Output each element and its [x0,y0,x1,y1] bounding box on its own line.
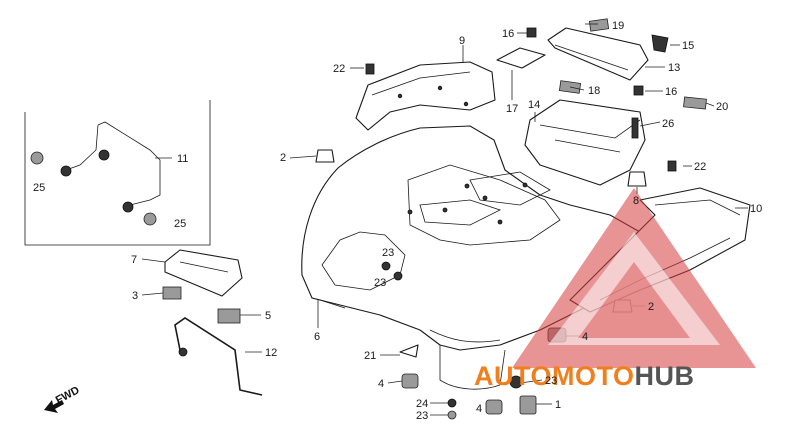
callout-label: 8 [633,195,639,207]
callout-label: 4 [582,331,588,343]
bracket-7 [164,249,243,297]
callout-label: 19 [612,20,624,32]
callout-label: 5 [265,310,271,322]
callout-label: 15 [682,40,694,52]
callout-label: 4 [476,403,482,415]
tool-box [524,99,646,186]
watermark-brand-part2: MOTO [552,361,635,391]
grommet-25-top [30,151,44,165]
leader-lines [141,23,748,416]
callout-label: 2 [648,301,654,313]
callout-label: 2 [280,152,286,164]
screw-16-top [526,27,537,38]
collar-1 [519,395,537,415]
callout-label: 16 [502,28,514,40]
handle-wire-12 [174,317,263,396]
watermark-brand-part3: HUB [635,361,695,391]
callout-label: 22 [333,63,345,75]
cushion-4-left [401,373,419,389]
watermark: AUTOMOTOHUB [474,188,756,391]
callout-label: 20 [716,101,728,113]
screw-16-right [633,85,644,96]
callout-label: 10 [750,203,762,215]
bolt-22-right [667,160,677,172]
inset-wiring-group [24,100,211,246]
callout-label: 21 [364,350,376,362]
callout-label: 23 [374,277,386,289]
callout-label: 6 [314,331,320,343]
tool-box-plate-17 [496,47,546,69]
callout-label: 23 [382,247,394,259]
clip-5 [217,308,241,324]
left-splash-panel [355,61,496,131]
callout-label: 23 [545,375,557,387]
callout-label: 18 [588,85,600,97]
clip-2-left [315,149,335,163]
washer-23-center [381,261,391,271]
callout-label: 14 [528,99,540,111]
cushion-4-bottom [485,399,503,415]
forward-direction-label: FWD [54,384,82,406]
forward-direction-indicator: FWD [44,384,82,413]
grommet-25-bottom [143,212,157,226]
callout-label: 13 [668,62,680,74]
callout-label: 3 [132,290,138,302]
callout-label: 23 [416,410,428,422]
watermark-brand: AUTOMOTOHUB [474,361,695,391]
clip-3 [162,286,182,300]
callout-label: 24 [416,398,428,410]
washer-23-center-2 [393,271,403,281]
bolt-26 [631,117,639,139]
washer-23-bottom [447,410,457,420]
callout-label: 11 [177,153,188,165]
clip-21 [399,344,419,358]
tool-box-lid [547,27,649,81]
label-20 [683,96,707,110]
callout-label: 25 [174,218,186,230]
clip-8 [627,171,647,187]
clip-15 [651,34,669,53]
washer-24 [447,398,457,408]
label-19 [588,18,610,32]
callout-labels: 1 2 2 3 4 4 4 5 5 6 7 8 9 10 11 12 13 14… [33,20,762,422]
callout-label: 25 [33,182,45,194]
callout-label: 12 [265,347,277,359]
callout-label: 9 [459,35,465,47]
callout-label: 22 [694,161,706,173]
callout-label: 17 [506,103,518,115]
callout-label: 1 [555,399,561,411]
callout-label: 26 [662,118,674,130]
bolt-22-top [365,63,375,75]
callout-label: 16 [665,86,677,98]
watermark-brand-part1: AUTO [474,361,552,391]
washer-23-lower-right [509,375,523,389]
callout-label: 7 [131,254,137,266]
callout-label: 4 [378,378,384,390]
